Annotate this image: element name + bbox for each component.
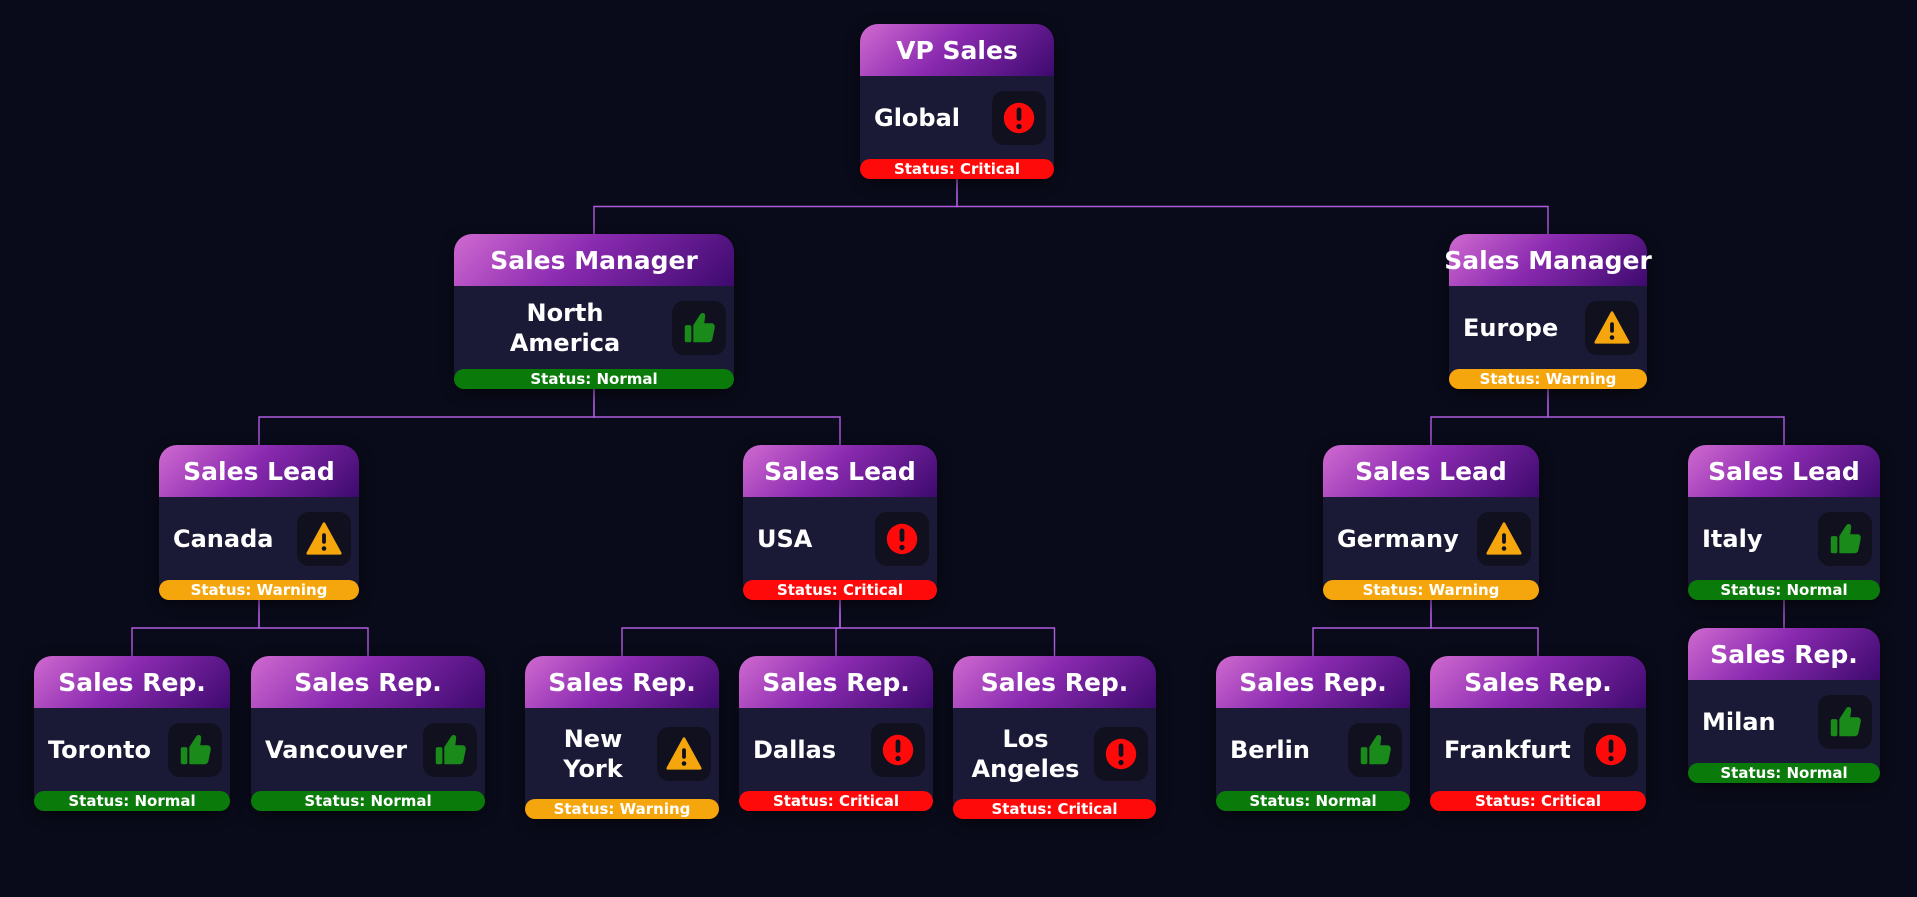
- node-label: Italy: [1702, 524, 1763, 553]
- node-title: Sales Manager: [1444, 234, 1652, 286]
- alert-circle-icon: [992, 91, 1046, 145]
- connector-line: [621, 600, 841, 656]
- thumbs-up-icon: [1818, 512, 1872, 566]
- thumbs-up-icon: [1348, 723, 1402, 777]
- node-title: VP Sales: [860, 24, 1054, 76]
- warning-triangle-icon: [1585, 301, 1639, 355]
- connector-line: [956, 179, 1549, 234]
- node-label: Europe: [1463, 313, 1559, 342]
- connector-line: [839, 600, 1056, 656]
- node-title: Sales Rep.: [1430, 656, 1646, 708]
- alert-circle-icon: [1584, 723, 1638, 777]
- connector-line: [1430, 389, 1549, 445]
- thumbs-up-icon: [672, 301, 726, 355]
- status-badge: Status: Critical: [1430, 791, 1646, 811]
- node-label: Vancouver: [265, 735, 408, 764]
- connector-line: [131, 600, 260, 656]
- node-label: Toronto: [48, 735, 152, 764]
- node-title: Sales Lead: [159, 445, 359, 497]
- node-label: Canada: [173, 524, 274, 553]
- node-title: Sales Lead: [1688, 445, 1880, 497]
- connector-line: [1430, 600, 1539, 656]
- connector-line: [258, 600, 369, 656]
- status-badge: Status: Critical: [860, 159, 1054, 179]
- status-badge: Status: Critical: [953, 799, 1156, 819]
- status-badge: Status: Critical: [743, 580, 937, 600]
- node-label: USA: [757, 524, 813, 553]
- node-title: Sales Rep.: [251, 656, 485, 708]
- node-label: New York: [563, 724, 623, 783]
- status-badge: Status: Warning: [1449, 369, 1647, 389]
- status-badge: Status: Normal: [1688, 580, 1880, 600]
- connector-line: [1547, 389, 1785, 445]
- alert-circle-icon: [875, 512, 929, 566]
- node-label: Berlin: [1230, 735, 1310, 764]
- node-label: Germany: [1337, 524, 1459, 553]
- status-badge: Status: Normal: [1688, 763, 1880, 783]
- node-title: Sales Rep.: [953, 656, 1156, 708]
- connector-line: [258, 389, 595, 445]
- warning-triangle-icon: [1477, 512, 1531, 566]
- node-label: Los Angeles: [971, 724, 1080, 783]
- status-badge: Status: Warning: [525, 799, 719, 819]
- status-badge: Status: Critical: [739, 791, 933, 811]
- node-title: Sales Rep.: [1688, 628, 1880, 680]
- connector-line: [593, 179, 958, 234]
- thumbs-up-icon: [423, 723, 477, 777]
- node-title: Sales Lead: [743, 445, 937, 497]
- connector-line: [1312, 600, 1432, 656]
- node-title: Sales Rep.: [34, 656, 230, 708]
- connector-line: [593, 389, 841, 445]
- status-badge: Status: Normal: [454, 369, 734, 389]
- node-title: Sales Rep.: [739, 656, 933, 708]
- status-badge: Status: Normal: [1216, 791, 1410, 811]
- warning-triangle-icon: [657, 727, 711, 781]
- node-title: Sales Lead: [1323, 445, 1539, 497]
- status-badge: Status: Normal: [251, 791, 485, 811]
- node-label: Dallas: [753, 735, 837, 764]
- node-title: Sales Manager: [454, 234, 734, 286]
- node-title: Sales Rep.: [1216, 656, 1410, 708]
- warning-triangle-icon: [297, 512, 351, 566]
- node-label: Frankfurt: [1444, 735, 1571, 764]
- node-label: North America: [509, 298, 621, 357]
- alert-circle-icon: [1094, 727, 1148, 781]
- thumbs-up-icon: [168, 723, 222, 777]
- node-label: Milan: [1702, 707, 1776, 736]
- node-label: Global: [874, 103, 961, 132]
- status-badge: Status: Warning: [159, 580, 359, 600]
- node-title: Sales Rep.: [525, 656, 719, 708]
- thumbs-up-icon: [1818, 695, 1872, 749]
- alert-circle-icon: [871, 723, 925, 777]
- status-badge: Status: Normal: [34, 791, 230, 811]
- status-badge: Status: Warning: [1323, 580, 1539, 600]
